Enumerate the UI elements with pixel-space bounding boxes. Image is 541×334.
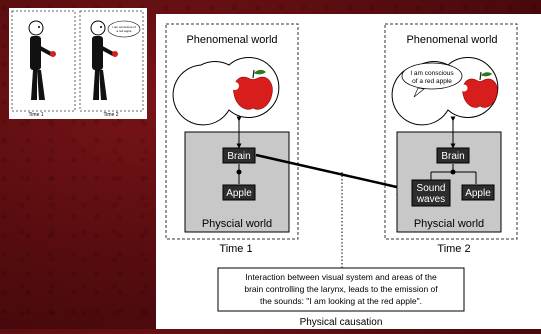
explanation-box: [217, 267, 465, 312]
left-brain-node: [222, 147, 256, 164]
left-physical-label: Physcial world: [202, 218, 272, 230]
time1-panel: [11, 10, 76, 112]
thumbnail-illustration: Time 1 I am conscious of a red apple Tim…: [9, 8, 147, 119]
right-dashed-frame: [384, 23, 518, 240]
explanation-line-2: brain controlling the larynx, leads to t…: [244, 284, 438, 294]
right-apple-label: Apple: [465, 188, 491, 199]
left-phenomenal-label: Phenomenal world: [186, 34, 277, 46]
apple-time1: [50, 51, 56, 57]
sound-waves-line-2: waves: [416, 194, 445, 205]
apple-time2: [112, 51, 118, 57]
sound-waves-node: [411, 179, 451, 207]
right-apple-icon: [460, 71, 498, 108]
person-time1: [28, 20, 56, 100]
svg-text:a red apple: a red apple: [116, 29, 131, 33]
consciousness-diagram: Phenomenal world Brain Apple Physcial wo…: [156, 14, 541, 329]
left-apple-label: Apple: [226, 188, 252, 199]
right-speech-bubble: [401, 62, 463, 90]
person-time2: I am conscious of a red apple: [90, 20, 141, 100]
time2-panel: [79, 10, 144, 112]
explanation-line-3: the sounds: "I am looking at the red app…: [260, 296, 422, 306]
explanation-line-1: Interaction between visual system and ar…: [245, 272, 437, 282]
right-phenomenal-label: Phenomenal world: [406, 34, 497, 46]
left-apple-icon: [231, 69, 273, 110]
thumb-speech-bubble: [107, 20, 141, 38]
right-time-label: Time 2: [437, 243, 470, 255]
left-dashed-frame: [165, 23, 299, 240]
sound-waves-line-1: Sound: [417, 183, 446, 194]
left-time-label: Time 1: [219, 243, 252, 255]
right-apple-node: [461, 184, 495, 201]
thumb-time1-label: Time 1: [28, 112, 43, 118]
causal-arrow: [255, 153, 413, 195]
left-brain-label: Brain: [227, 151, 250, 162]
right-brain-node: [436, 147, 470, 164]
left-physical-box: [184, 131, 290, 233]
speech-line-1: I am conscious: [410, 70, 454, 77]
thumb-time2-label: Time 2: [103, 112, 118, 118]
left-apple-node: [222, 184, 256, 201]
svg-text:I am conscious of: I am conscious of: [112, 25, 136, 29]
right-brain-label: Brain: [441, 151, 464, 162]
speech-line-2: of a red apple: [412, 78, 452, 85]
right-physical-label: Physcial world: [414, 218, 484, 230]
physical-causation-caption: Physical causation: [300, 317, 383, 328]
